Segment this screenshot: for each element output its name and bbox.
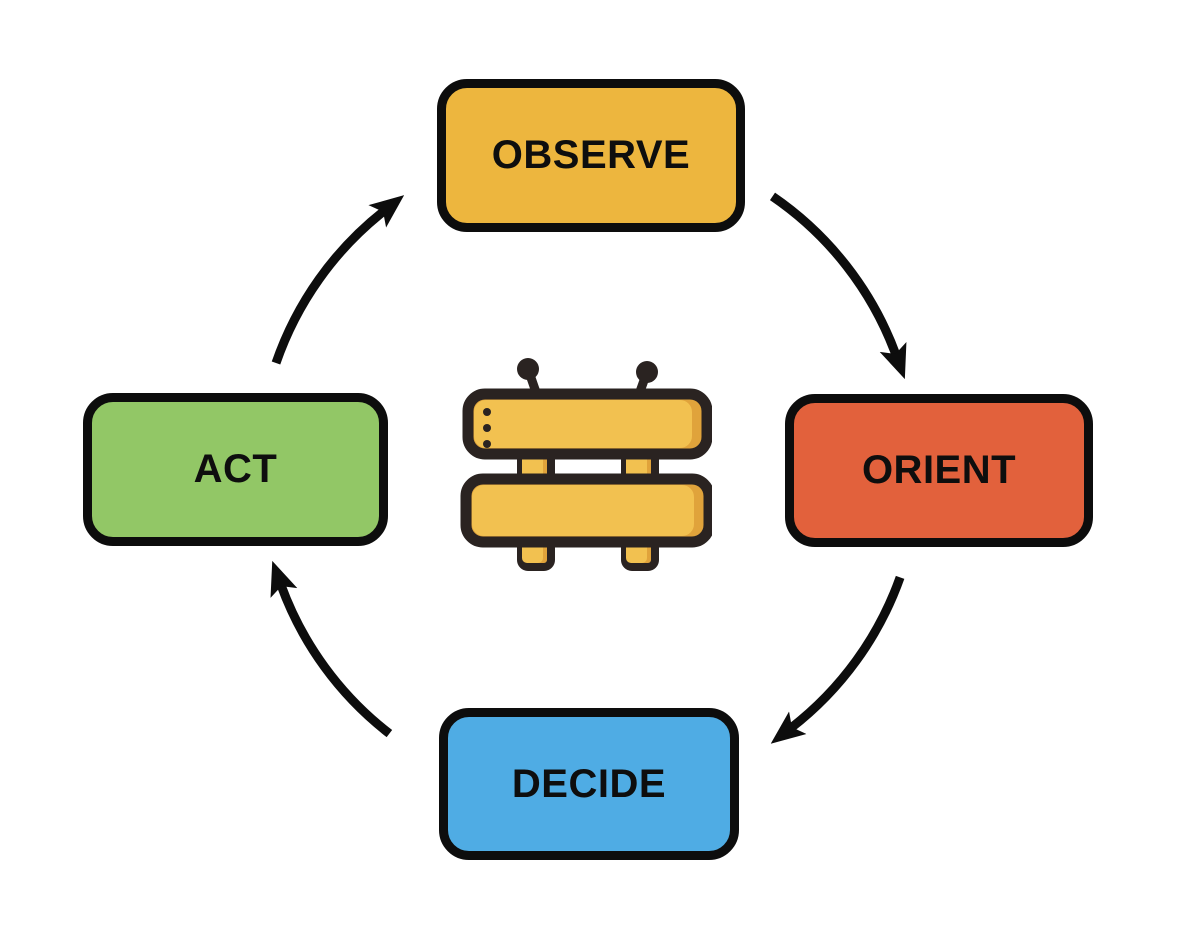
arrow-orient-to-decide (770, 575, 905, 744)
node-act: ACT (83, 393, 388, 546)
node-decide: DECIDE (439, 708, 739, 860)
node-observe: OBSERVE (437, 79, 745, 232)
node-decide-label: DECIDE (511, 761, 667, 806)
robot-icon (460, 358, 712, 571)
node-orient: ORIENT (785, 394, 1093, 547)
arrow-decide-to-act (270, 560, 393, 738)
robot-status-dots-icon (483, 408, 491, 448)
node-observe-label: OBSERVE (491, 133, 691, 177)
node-act-label: ACT (193, 447, 278, 491)
arrow-observe-to-orient (769, 192, 907, 380)
arrow-act-to-observe (271, 195, 405, 365)
node-orient-label: ORIENT (861, 448, 1017, 492)
